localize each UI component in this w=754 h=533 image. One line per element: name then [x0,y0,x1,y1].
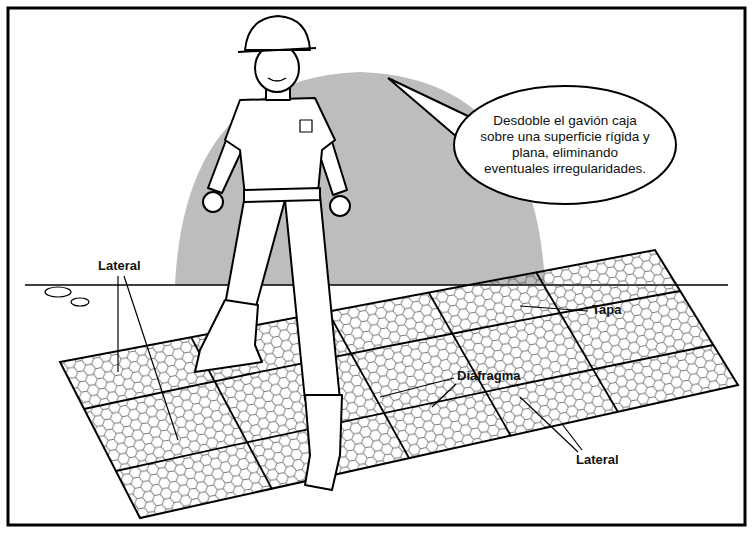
speech-bubble: Desdoble el gavión caja sobre una superf… [453,85,677,205]
gabion-mesh [60,250,738,518]
frame [8,8,745,525]
worker-figure [195,16,350,490]
bubble-text: Desdoble el gavión caja sobre una superf… [479,113,651,177]
part-label: Tapa [592,302,621,317]
leader-lines [118,276,588,452]
part-label: Diafragma [457,368,521,383]
part-label: Lateral [576,452,619,467]
part-label: Lateral [98,258,141,273]
pebbles [45,287,89,306]
